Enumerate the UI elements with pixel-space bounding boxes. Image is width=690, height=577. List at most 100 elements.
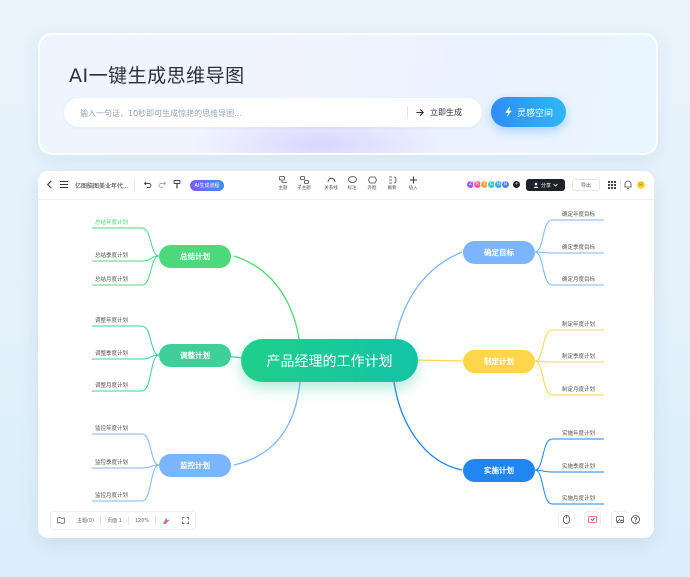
zoom-level[interactable]: 120% — [134, 517, 150, 524]
format-painter-icon[interactable] — [173, 180, 181, 189]
mouse-icon — [563, 515, 570, 524]
callout-icon — [347, 176, 357, 183]
leaf-topic[interactable]: 实施年度计划 — [562, 431, 596, 437]
generate-label: 立即生成 — [430, 108, 462, 117]
leaf-topic[interactable]: 调整季度计划 — [95, 351, 129, 357]
share-button[interactable]: 分享 — [526, 179, 565, 191]
leaf-topic[interactable]: 总结年度计划 — [95, 220, 129, 226]
mindmap-canvas[interactable]: 产品经理的工作计划 总结计划 调整计划 监控计划 确定目标 制定计划 实施计划 … — [38, 200, 654, 538]
divider — [155, 516, 157, 525]
leaf-topic[interactable]: 确定年度目标 — [562, 212, 596, 218]
menu-icon[interactable] — [60, 181, 68, 188]
status-bar: 主题(0) 页面 1 120% — [50, 511, 197, 530]
tool-boundary[interactable]: 外框 — [360, 176, 384, 196]
ai-assist-button[interactable] — [156, 512, 176, 529]
tool-relation[interactable]: 关系线 — [319, 176, 343, 196]
tool-topic-label: 主题 — [278, 186, 288, 191]
prompt-divider — [407, 106, 408, 119]
central-topic[interactable]: 产品经理的工作计划 — [241, 339, 418, 382]
tool-summary[interactable]: 概要 — [380, 176, 404, 196]
image-icon — [615, 516, 624, 523]
plus-icon — [409, 176, 417, 184]
outline-toggle[interactable] — [51, 512, 71, 529]
leaf-topic[interactable]: 监控月度计划 — [95, 493, 129, 499]
fullscreen-button[interactable] — [176, 512, 195, 529]
subtopic-icon — [299, 176, 309, 184]
prompt-input[interactable] — [78, 102, 400, 124]
mouse-mode-button[interactable] — [558, 511, 575, 528]
inspiration-button[interactable]: 灵感空间 — [491, 97, 566, 127]
leaf-topic[interactable]: 总结月度计划 — [95, 277, 129, 283]
undo-icon[interactable] — [144, 181, 152, 188]
boundary-icon — [367, 176, 377, 184]
page-indicator[interactable]: 页面 1 — [107, 518, 122, 524]
toolbar: 亿图脑图美业年代... AI生成流程 主题 子主题 — [38, 171, 654, 200]
more-avatars-badge[interactable]: + — [512, 180, 521, 189]
back-arrow-icon[interactable] — [46, 180, 53, 189]
leaf-topic[interactable]: 监控季度计划 — [95, 460, 129, 466]
tool-callout-label: 标注 — [347, 186, 357, 191]
export-button[interactable]: 导出 — [572, 179, 600, 191]
divider — [620, 179, 621, 191]
tool-topic[interactable]: 主题 — [271, 176, 295, 196]
image-button[interactable] — [611, 511, 628, 528]
branch-monitor-plan[interactable]: 监控计划 — [159, 454, 231, 477]
fullscreen-icon — [182, 517, 190, 524]
ai-generator-card: AI一键生成思维导图 立即生成 灵感空间 — [38, 33, 658, 155]
tool-callout[interactable]: 标注 — [340, 176, 364, 196]
presentation-icon — [588, 515, 597, 523]
document-title[interactable]: 亿图脑图美业年代... — [75, 182, 129, 190]
chevron-down-icon — [553, 183, 558, 187]
sparkle-icon — [163, 517, 170, 524]
bell-icon[interactable] — [624, 180, 632, 189]
tool-relation-label: 关系线 — [324, 186, 338, 191]
topic-count: 主题(0) — [77, 518, 95, 524]
tool-summary-label: 概要 — [387, 186, 397, 191]
leaf-topic[interactable]: 确定季度目标 — [562, 245, 596, 251]
leaf-topic[interactable]: 总结季度计划 — [95, 253, 129, 259]
lightning-icon — [505, 107, 512, 117]
user-avatar[interactable]: H — [636, 180, 646, 190]
tool-subtopic-label: 子主题 — [297, 186, 311, 191]
map-icon — [57, 517, 65, 524]
share-label: 分享 — [540, 182, 551, 189]
leaf-topic[interactable]: 监控年度计划 — [95, 426, 129, 432]
tool-insert[interactable]: 插入 — [401, 176, 425, 196]
apps-grid-icon[interactable] — [608, 181, 616, 189]
summary-icon — [388, 176, 396, 184]
leaf-topic[interactable]: 制定年度计划 — [562, 322, 596, 328]
tool-subtopic[interactable]: 子主题 — [292, 176, 316, 196]
branch-adjust-plan[interactable]: 调整计划 — [159, 344, 231, 367]
leaf-topic[interactable]: 实施月度计划 — [562, 496, 596, 502]
leaf-topic[interactable]: 制定月度计划 — [562, 387, 596, 393]
divider — [127, 516, 129, 525]
branch-summary-plan[interactable]: 总结计划 — [159, 245, 231, 268]
hero-title: AI一键生成思维导图 — [69, 65, 245, 87]
mindmap-connectors — [92, 219, 604, 505]
tool-boundary-label: 外框 — [367, 186, 377, 191]
ai-generate-badge[interactable]: AI生成流程 — [190, 180, 224, 191]
redo-icon[interactable] — [158, 181, 166, 188]
leaf-topic[interactable]: 调整月度计划 — [95, 383, 129, 389]
leaf-topic[interactable]: 确定月度目标 — [562, 277, 596, 283]
mindmap-editor: 亿图脑图美业年代... AI生成流程 主题 子主题 — [38, 171, 654, 538]
tool-insert-label: 插入 — [408, 186, 418, 191]
help-button[interactable] — [627, 511, 644, 528]
generate-button[interactable]: 立即生成 — [416, 104, 462, 121]
presentation-button[interactable] — [584, 511, 601, 528]
arrow-right-icon — [416, 109, 424, 116]
divider — [100, 516, 102, 525]
divider — [134, 179, 135, 191]
branch-execute-plan[interactable]: 实施计划 — [463, 459, 535, 482]
branch-set-goals[interactable]: 确定目标 — [463, 241, 535, 264]
leaf-topic[interactable]: 制定季度计划 — [562, 354, 596, 360]
leaf-topic[interactable]: 实施季度计划 — [562, 464, 596, 470]
user-share-icon — [533, 182, 539, 188]
leaf-topic[interactable]: 调整年度计划 — [95, 318, 129, 324]
inspiration-label: 灵感空间 — [516, 108, 553, 119]
topic-icon — [278, 176, 287, 183]
prompt-bar[interactable]: 立即生成 — [64, 98, 482, 127]
collaborator-avatar[interactable]: B — [501, 180, 510, 189]
relation-line-icon — [327, 177, 335, 183]
branch-make-plan[interactable]: 制定计划 — [463, 350, 535, 373]
